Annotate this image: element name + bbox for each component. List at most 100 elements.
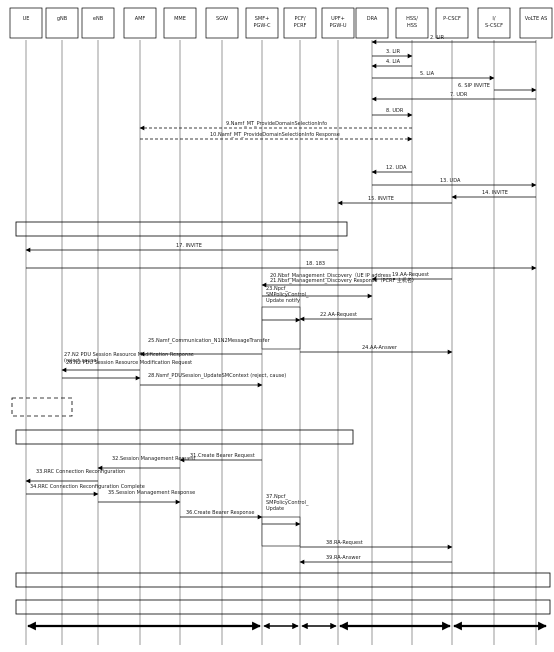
message-label: 24.AA-Answer xyxy=(362,345,398,351)
message: 37.Npcf_SMPolicyControl_Update xyxy=(262,494,309,527)
participant-rect xyxy=(245,7,279,39)
message-label: 18. 183 xyxy=(306,261,325,267)
participant-label: SMF+PGW-C xyxy=(254,16,271,29)
message-label: 36.Create Bearer Response xyxy=(186,510,254,516)
message: 35.Session Management Response xyxy=(98,490,195,505)
message: 13. UDA xyxy=(372,178,537,188)
activation-boxes xyxy=(261,306,301,547)
message-label: 17. INVITE xyxy=(176,243,202,249)
participant-rect xyxy=(355,7,389,39)
message: 36.Create Bearer Response xyxy=(180,510,263,520)
message: 10.Namf_MT_ProvideDomainSelectionInfo Re… xyxy=(140,132,413,142)
participant-rect xyxy=(45,7,79,39)
message-label: 27.N2 PDU Session Resource Modification … xyxy=(64,352,195,364)
message-label: 35.Session Management Response xyxy=(108,490,195,496)
message-label: 28.Nsmf_PDUSession_UpdateSMContext (reje… xyxy=(148,373,286,379)
message-label: 19.AA-Request xyxy=(392,272,429,278)
participant-box: PCF/PCRF xyxy=(283,7,317,39)
message: 12. UDA xyxy=(371,165,412,175)
participant-rect xyxy=(123,7,157,39)
message-label: 21.Nbsf_Management_Discovery Response（PC… xyxy=(270,277,417,284)
message-label: 33.RRC Connection Reconfiguration xyxy=(36,469,125,475)
message: 17. INVITE xyxy=(25,243,338,253)
participant-label: gNB xyxy=(57,16,68,22)
participant-rect xyxy=(477,7,511,39)
participant-rect xyxy=(395,7,429,39)
message: 19.AA-Request xyxy=(371,272,452,282)
message-label: 23.Npcf_SMPolicyControl_Update notify xyxy=(266,286,309,304)
participant-rect xyxy=(283,7,317,39)
participant-box: AMF xyxy=(123,7,157,39)
message-label: 39.RA-Answer xyxy=(326,555,362,561)
participant-label: P-CSCF xyxy=(443,16,461,22)
participant-label: DRA xyxy=(367,16,378,22)
message-label: 38.RA-Request xyxy=(326,540,363,546)
message: 7. UDR xyxy=(371,92,536,102)
message-label: 20.Nbsf_Management_Discovery（UE IP addre… xyxy=(270,273,391,279)
message-label: 25.Namf_Communication_N1N2MessageTransfe… xyxy=(148,338,271,344)
participant-label: I/S-CSCF xyxy=(485,16,503,29)
message-label: 7. UDR xyxy=(450,92,468,98)
message-label: 9.Namf_MT_ProvideDomainSelectionInfo xyxy=(226,121,327,127)
message: 3. LIR xyxy=(372,49,413,59)
participant-box: UE xyxy=(9,7,43,39)
participant-box: eNB xyxy=(81,7,115,39)
message-label: 15. INVITE xyxy=(368,196,394,202)
message-label: 22.AA-Request xyxy=(320,312,357,318)
message: 33.RRC Connection Reconfiguration xyxy=(25,469,125,484)
activation-box xyxy=(261,516,301,547)
message-label: 3. LIR xyxy=(386,49,401,55)
participant-rect xyxy=(9,7,43,39)
participant-label: UPF+PGW-U xyxy=(329,16,346,29)
message: 15. INVITE xyxy=(337,196,452,206)
message-label: 32.Session Management Request xyxy=(112,456,195,462)
message-label: 26.N2 PDU Session Resource Modification … xyxy=(66,360,192,366)
participant-label: SGW xyxy=(216,16,228,22)
participant-label: VoLTE AS xyxy=(525,16,548,22)
message: 34.RRC Connection Reconfiguration Comple… xyxy=(26,484,145,497)
message: 9.Namf_MT_ProvideDomainSelectionInfo xyxy=(139,121,412,131)
message-label: 13. UDA xyxy=(440,178,461,184)
activation-box xyxy=(261,306,301,350)
group-frame-4 xyxy=(15,599,551,615)
message: 31.Create Bearer Request xyxy=(179,453,262,463)
message: 5. LIA xyxy=(372,71,495,81)
participant-label: AMF xyxy=(135,16,146,22)
group-frames xyxy=(11,221,551,615)
message: 27.N2 PDU Session Resource Modification … xyxy=(62,352,195,381)
message-label: 31.Create Bearer Request xyxy=(190,453,255,459)
group-frame-1 xyxy=(15,221,348,237)
message: 25.Namf_Communication_N1N2MessageTransfe… xyxy=(139,338,271,357)
participants: UE gNB eNB AMF MME SGW SMF+PGW-C PCF/PCRF UPF+PG… xyxy=(9,7,553,39)
participant-box: I/S-CSCF xyxy=(477,7,511,39)
participant-label: UE xyxy=(23,16,30,22)
participant-label: HSS/HSS xyxy=(406,16,418,29)
message-label: 14. INVITE xyxy=(482,190,508,196)
participant-rect xyxy=(81,7,115,39)
message: 38.RA-Request xyxy=(300,540,453,550)
participant-box: SMF+PGW-C xyxy=(245,7,279,39)
message: 8. UDR xyxy=(372,108,413,118)
participant-rect xyxy=(435,7,469,39)
message: 4. LIA xyxy=(371,59,412,69)
message-label: 8. UDR xyxy=(386,108,404,114)
participant-box: MME xyxy=(163,7,197,39)
participant-rect xyxy=(519,7,553,39)
message-label: 6. SIP INVITE xyxy=(458,83,490,89)
participant-box: DRA xyxy=(355,7,389,39)
message-label: 10.Namf_MT_ProvideDomainSelectionInfo Re… xyxy=(210,132,340,138)
group-frame-dashed xyxy=(11,397,73,417)
message: 6. SIP INVITE xyxy=(458,83,537,93)
participant-box: SGW xyxy=(205,7,239,39)
participant-box: HSS/HSS xyxy=(395,7,429,39)
participant-rect xyxy=(321,7,355,39)
message: 14. INVITE xyxy=(451,190,536,200)
participant-box: gNB xyxy=(45,7,79,39)
message: 28.Nsmf_PDUSession_UpdateSMContext (reje… xyxy=(140,373,286,388)
message: 26.N2 PDU Session Resource Modification … xyxy=(61,360,192,373)
participant-box: VoLTE AS xyxy=(519,7,553,39)
message: 18. 183 xyxy=(26,261,537,271)
message-label: 5. LIA xyxy=(420,71,435,77)
